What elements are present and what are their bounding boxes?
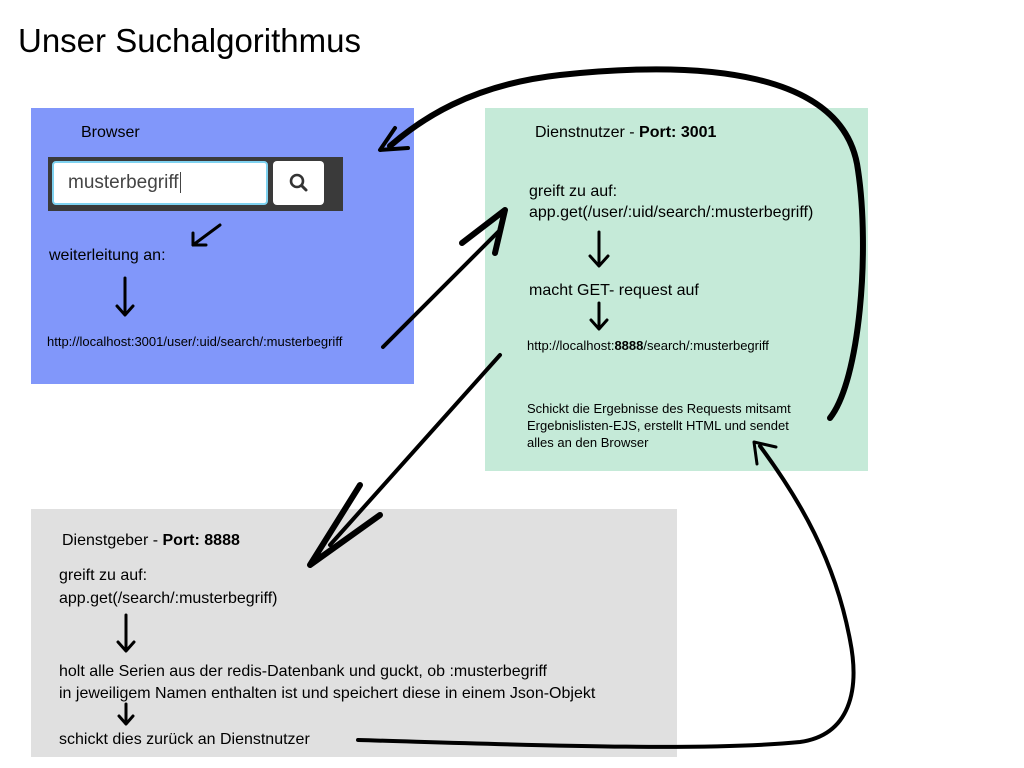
arrow-dienstgeber-down-2 [117, 702, 135, 726]
arrow-browser-diagonal [191, 223, 222, 247]
arrow-dienstgeber-to-dienstnutzer [356, 440, 856, 749]
browser-heading: Browser [81, 124, 140, 141]
search-input-value: musterbegriff [68, 172, 179, 193]
dienstnutzer-url: http://localhost:8888/search/:musterbegr… [527, 338, 769, 353]
arrow-dienstnutzer-to-browser [378, 66, 866, 421]
dienstnutzer-heading: Dienstnutzer - Port: 3001 [535, 124, 717, 141]
arrow-dienstnutzer-down-1 [588, 230, 610, 268]
arrow-browser-down [115, 276, 135, 317]
arrow-browser-to-dienstnutzer [381, 207, 508, 349]
dienstgeber-return-label: schickt dies zurück an Dienstnutzer [59, 731, 310, 748]
dienstgeber-route: app.get(/search/:musterbegriff) [59, 590, 278, 607]
dienstnutzer-request-label: macht GET- request auf [529, 282, 699, 299]
arrow-dienstnutzer-down-2 [589, 301, 609, 331]
search-icon [289, 173, 308, 192]
dienstnutzer-access-label: greift zu auf: [529, 183, 618, 200]
dienstgeber-access-label: greift zu auf: [59, 567, 148, 584]
page-title: Unser Suchalgorithmus [18, 22, 361, 59]
dienstgeber-box [31, 509, 677, 757]
dienstnutzer-result-text: Schickt die Ergebnisse des Requests mits… [527, 401, 791, 450]
dienstgeber-heading: Dienstgeber - Port: 8888 [62, 532, 240, 549]
arrow-dienstgeber-down-1 [116, 613, 136, 653]
dienstnutzer-route: app.get(/user/:uid/search/:musterbegriff… [529, 204, 814, 221]
redirect-label: weiterleitung an: [49, 247, 166, 264]
dienstgeber-fetch-text: holt alle Serien aus der redis-Datenbank… [59, 663, 596, 702]
dienstnutzer-box [485, 108, 868, 471]
browser-url: http://localhost:3001/user/:uid/search/:… [47, 334, 343, 349]
arrow-dienstnutzer-to-dienstgeber [307, 353, 502, 568]
search-button[interactable] [273, 161, 324, 205]
browser-box [31, 108, 414, 384]
search-input[interactable]: musterbegriff [52, 161, 268, 205]
